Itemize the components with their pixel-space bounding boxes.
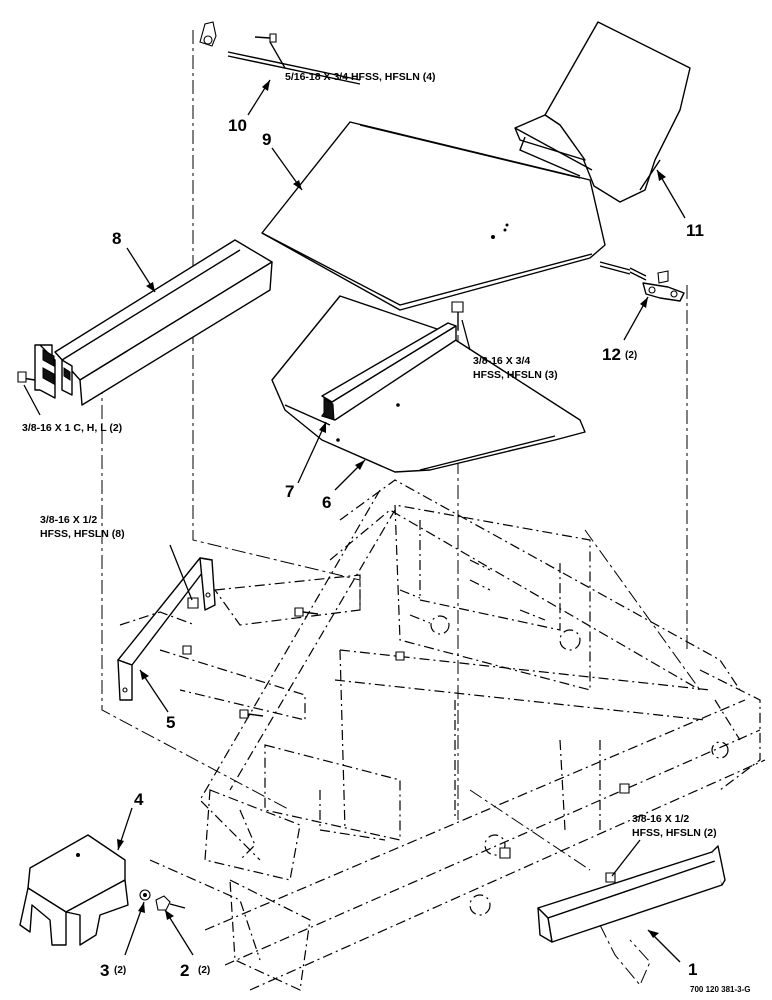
part-7-bolt: [451, 301, 464, 330]
callout-11: 11: [686, 221, 704, 240]
callout-5: 5: [166, 713, 175, 732]
machine-frame-phantom: [149, 479, 766, 991]
note-3-8-3-4-line2: HFSS, HFSLN (3): [473, 369, 558, 381]
callout-9: 9: [262, 130, 271, 149]
note-3-8-1-2-2-line2: HFSS, HFSLN (2): [632, 827, 717, 839]
part-1-lower-shield[interactable]: [537, 845, 726, 986]
callout-12: 12: [602, 345, 621, 364]
callout-labels: 1 2 (2) 3 (2) 4 5 6 7 8 9 10 11 12 (2): [100, 116, 704, 980]
part-1-bolts: [499, 783, 630, 883]
leader-lines: [23, 41, 686, 963]
hardware-notes: 5/16-18 X 3/4 HFSS, HFSLN (4) 3/8-16 X 1…: [22, 71, 751, 994]
callout-6: 6: [322, 493, 331, 512]
note-5-16-bolts: 5/16-18 X 3/4 HFSS, HFSLN (4): [285, 71, 436, 83]
part-2-nut[interactable]: [155, 895, 186, 911]
part-5-side-bracket[interactable]: [117, 557, 361, 721]
callout-8: 8: [112, 229, 121, 248]
part-3-washer[interactable]: [139, 889, 151, 901]
part-6-deflector-plate[interactable]: [271, 295, 586, 473]
note-3-8-1-2-2-line1: 3/8-16 X 1/2: [632, 813, 689, 825]
part-11-shield[interactable]: [514, 21, 691, 203]
callout-12-qty: (2): [625, 350, 637, 361]
part-9-right-rod: [599, 261, 647, 281]
part-8-bolt: [17, 371, 36, 383]
callout-1: 1: [688, 960, 697, 979]
part-7-angle[interactable]: [321, 322, 457, 421]
part-9-top-plate[interactable]: [261, 121, 606, 311]
part-10-bolt: [254, 33, 277, 43]
callout-3: 3: [100, 961, 109, 980]
part-5-bolts: [182, 597, 405, 719]
part-12-bracket[interactable]: [642, 270, 685, 302]
callout-2-qty: (2): [198, 965, 210, 976]
part-4-guard[interactable]: [19, 834, 129, 946]
part-10-rod[interactable]: [199, 21, 361, 85]
note-3-8-1-chl: 3/8-16 X 1 C, H, L (2): [22, 422, 122, 434]
callout-2: 2: [180, 961, 189, 980]
drawing-code: 700 120 381-3-G: [690, 985, 751, 994]
callout-7: 7: [285, 482, 294, 501]
note-3-8-3-4-line1: 3/8-16 X 3/4: [473, 355, 530, 367]
callout-10: 10: [228, 116, 247, 135]
part-8-square-tube[interactable]: [34, 239, 273, 406]
callout-4: 4: [134, 790, 144, 809]
note-3-8-1-2-8-line2: HFSS, HFSLN (8): [40, 528, 125, 540]
callout-3-qty: (2): [114, 965, 126, 976]
note-3-8-1-2-8-line1: 3/8-16 X 1/2: [40, 514, 97, 526]
